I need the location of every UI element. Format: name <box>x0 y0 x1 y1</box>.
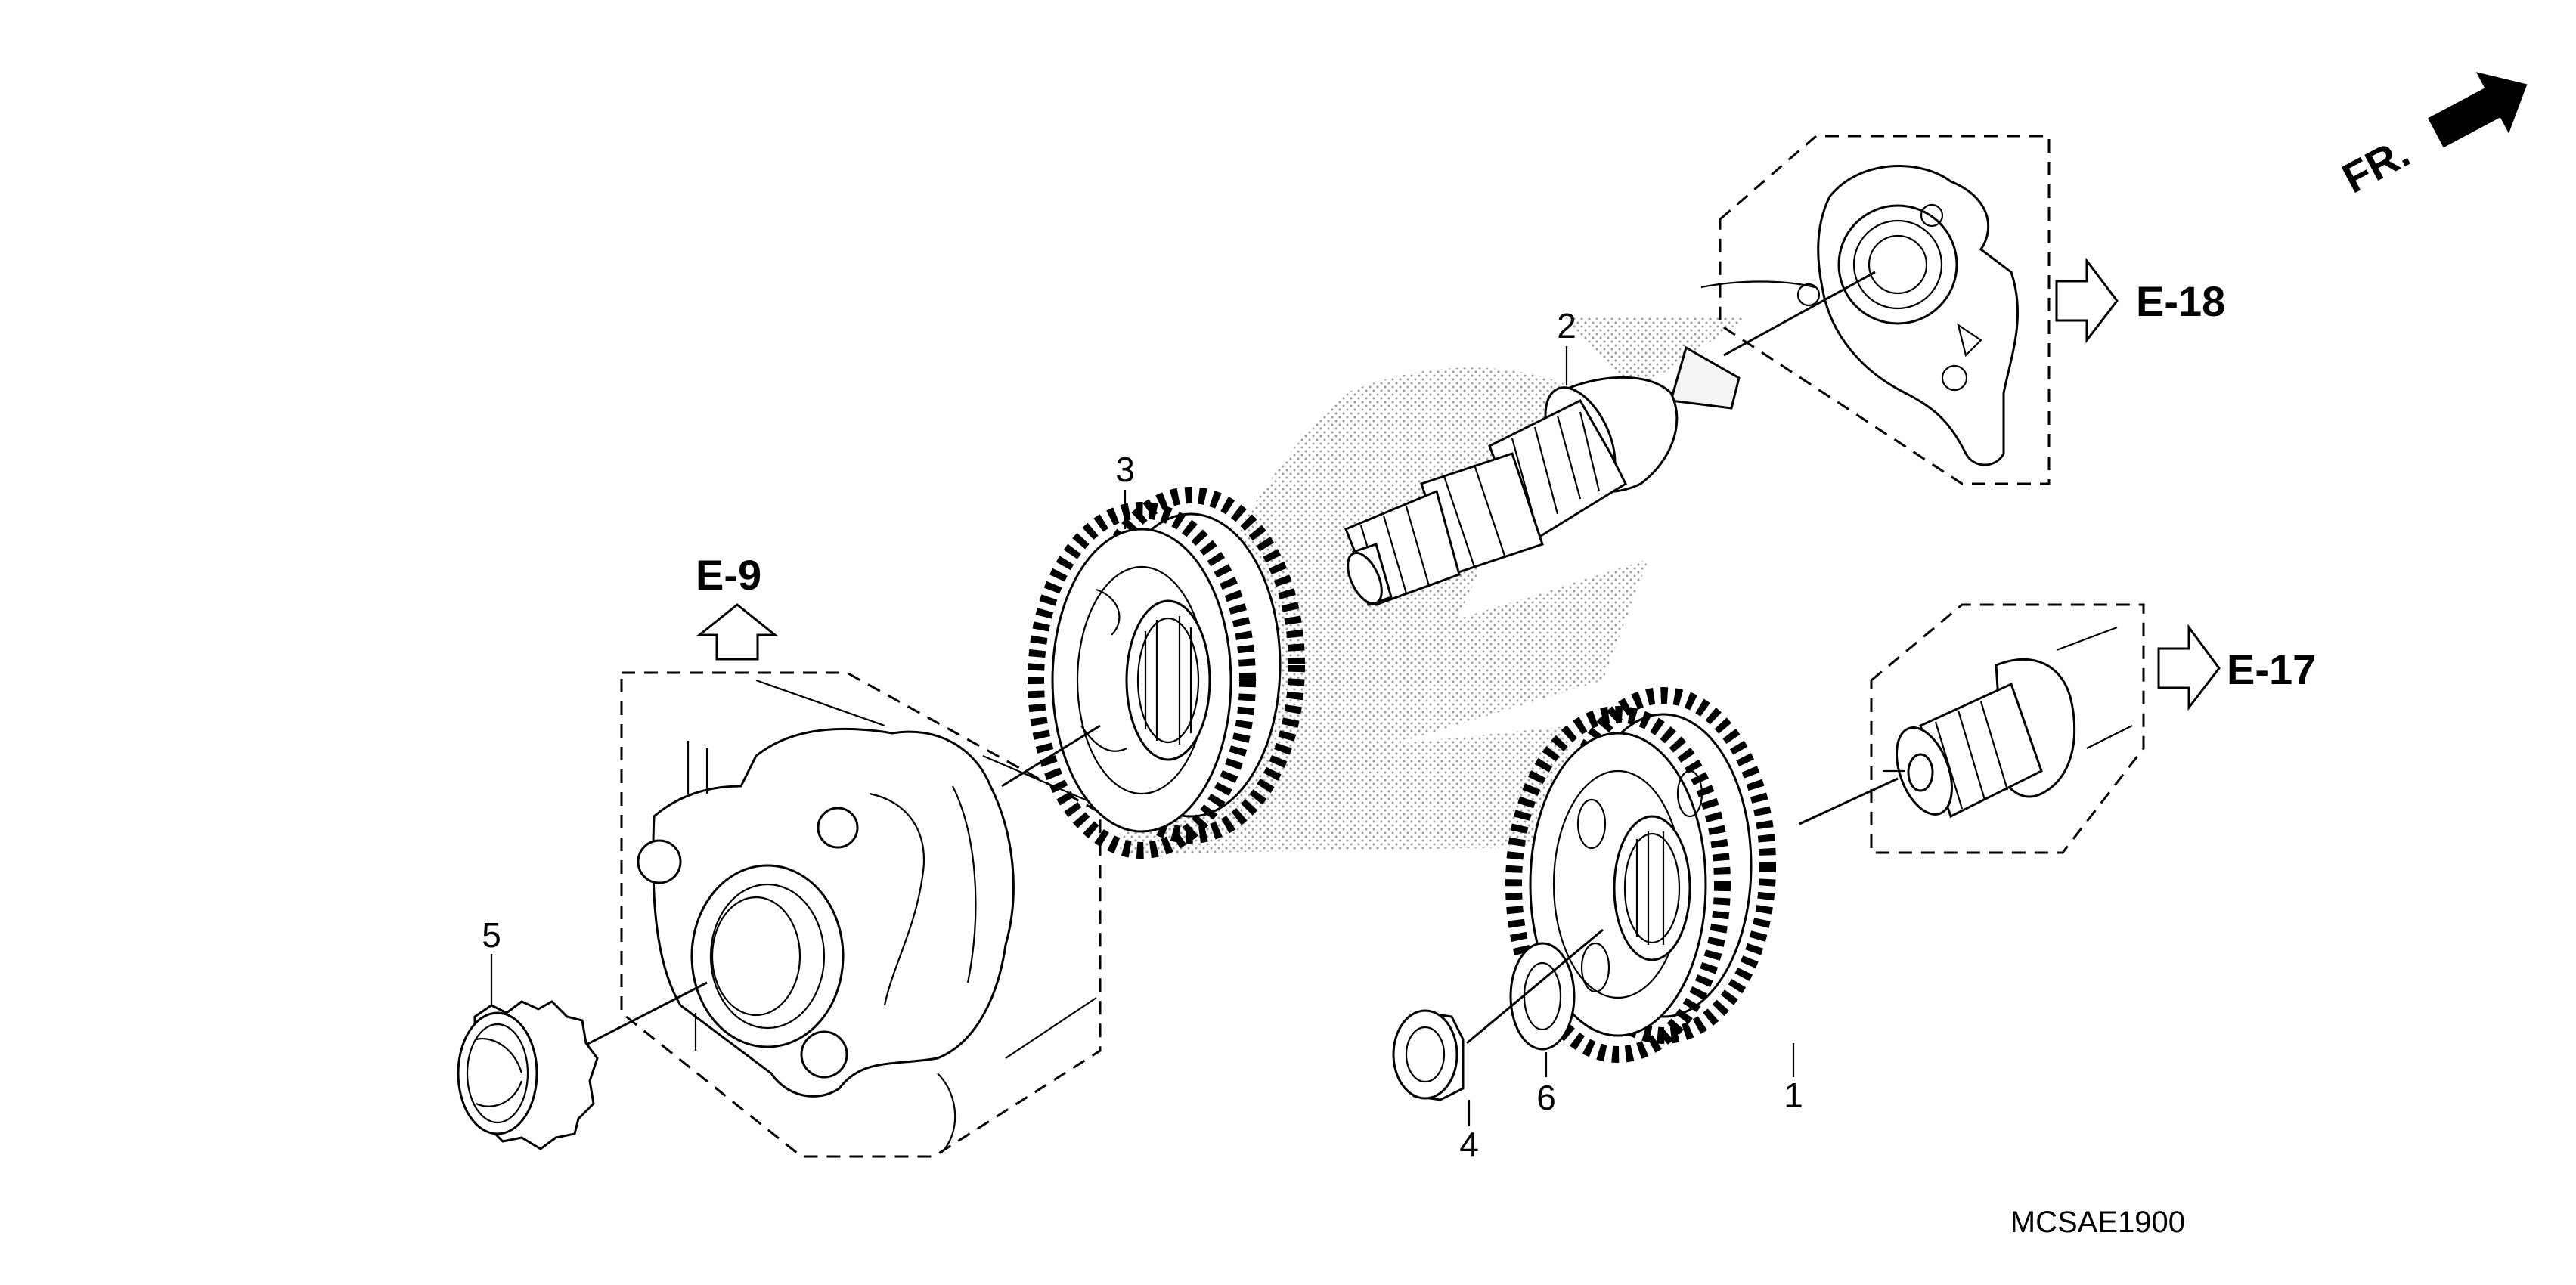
leader-e17 <box>1799 777 1899 825</box>
shaft-centerline <box>1723 271 1876 357</box>
callout-1: 1 <box>1784 1076 1803 1115</box>
section-ref-e9: E-9 <box>696 551 761 599</box>
e17-dashed-boundary <box>1870 603 2145 854</box>
section-ref-e17-arrow-icon <box>2157 624 2221 711</box>
section-ref-e18: E-18 <box>2136 277 2225 325</box>
lock-nut-part-5 <box>457 1000 599 1150</box>
front-direction-indicator: FR. <box>2335 72 2528 202</box>
countershaft <box>1344 271 1876 606</box>
e9-dashed-boundary <box>620 671 1102 1158</box>
bearing-housing-assembly <box>1700 135 2051 485</box>
callout-2: 2 <box>1557 306 1576 345</box>
e18-dashed-boundary <box>1719 135 2051 485</box>
callout-4: 4 <box>1459 1125 1479 1164</box>
leader-e9 <box>1001 724 1101 788</box>
leader-gear-1-axis <box>1466 928 1604 1045</box>
output-shaft-assembly <box>1870 603 2145 854</box>
diagram-code: MCSAE1900 <box>2010 1206 2185 1239</box>
gear-1 <box>1505 687 1776 1063</box>
callout-5: 5 <box>482 915 501 955</box>
section-ref-e18-arrow-icon <box>2055 257 2119 344</box>
front-direction-label: FR. <box>2335 128 2417 202</box>
section-ref-e17: E-17 <box>2227 646 2316 693</box>
flange-nut-part-4 <box>1392 1009 1465 1101</box>
section-ref-e9-arrow-icon <box>696 603 779 661</box>
callout-3: 3 <box>1115 450 1135 489</box>
callout-6: 6 <box>1536 1078 1556 1117</box>
gear-3 <box>1028 487 1305 859</box>
washer-part-6 <box>1509 942 1576 1051</box>
crankcase-assembly <box>620 671 1102 1158</box>
leader-part-5 <box>574 981 708 1052</box>
